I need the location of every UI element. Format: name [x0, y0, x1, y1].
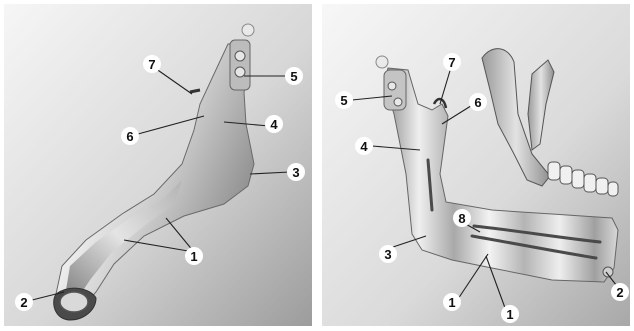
left-implant-illustration: 1 2 3 4 5 6 7 — [4, 4, 312, 326]
callout-5: 5 — [285, 67, 303, 85]
screw-hole-1 — [235, 51, 245, 61]
right-implant-illustration: 1 1 2 3 4 5 6 7 8 — [322, 4, 630, 326]
callout-3: 3 — [287, 163, 305, 181]
svg-text:4: 4 — [360, 139, 368, 154]
svg-text:1: 1 — [190, 249, 197, 264]
svg-text:1: 1 — [506, 307, 513, 322]
screw-plate — [230, 40, 250, 90]
callout-6: 6 — [469, 93, 487, 111]
screw-hole-2 — [394, 98, 402, 106]
svg-text:1: 1 — [448, 295, 455, 310]
svg-text:2: 2 — [616, 285, 623, 300]
svg-text:6: 6 — [474, 95, 481, 110]
svg-text:7: 7 — [148, 57, 155, 72]
screw-hole-2 — [235, 67, 245, 77]
callout-6: 6 — [121, 127, 139, 145]
callout-7: 7 — [443, 53, 461, 71]
svg-text:3: 3 — [384, 247, 391, 262]
callout-1: 1 — [185, 247, 203, 265]
svg-text:3: 3 — [292, 165, 299, 180]
callout-2: 2 — [611, 283, 629, 301]
callout-3: 3 — [379, 245, 397, 263]
callout-4: 4 — [355, 137, 373, 155]
callout-8: 8 — [453, 209, 471, 227]
panel-background — [4, 4, 312, 326]
condyle-screw-hole — [60, 292, 88, 312]
angle-screw — [603, 267, 613, 277]
callout-4: 4 — [265, 115, 283, 133]
callout-2: 2 — [15, 293, 33, 311]
svg-text:5: 5 — [340, 93, 347, 108]
screw-head — [376, 56, 388, 68]
svg-text:7: 7 — [448, 55, 455, 70]
callout-5: 5 — [335, 91, 353, 109]
svg-text:2: 2 — [20, 295, 27, 310]
callout-1-right: 1 — [501, 305, 519, 323]
svg-text:5: 5 — [290, 69, 297, 84]
callout-7: 7 — [143, 55, 161, 73]
svg-text:6: 6 — [126, 129, 133, 144]
callout-1-left: 1 — [443, 293, 461, 311]
svg-text:4: 4 — [270, 117, 278, 132]
svg-text:8: 8 — [458, 211, 465, 226]
superior-ridge — [190, 90, 200, 92]
left-panel: 1 2 3 4 5 6 7 — [4, 4, 312, 326]
screw-head — [242, 24, 254, 36]
screw-hole-1 — [388, 82, 396, 90]
right-panel: 1 1 2 3 4 5 6 7 8 — [322, 4, 630, 326]
